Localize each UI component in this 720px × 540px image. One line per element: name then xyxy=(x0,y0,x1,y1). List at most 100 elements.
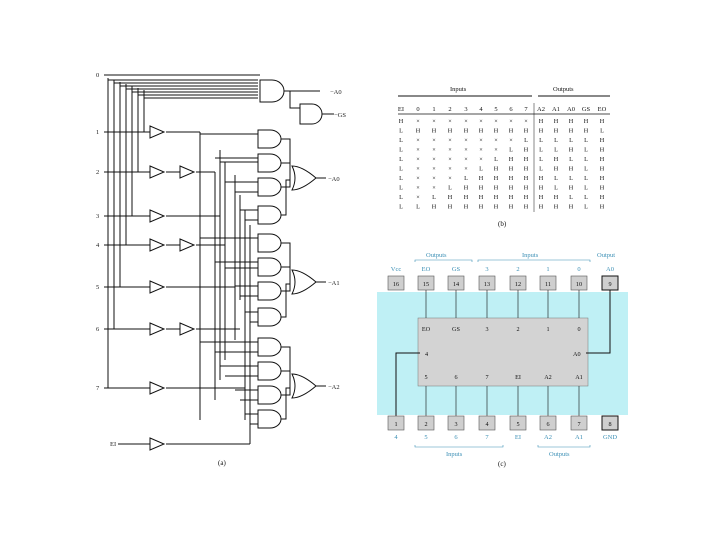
truth-table-column-header: 7 xyxy=(524,106,528,113)
pin-3: 3 xyxy=(447,415,465,431)
truth-table-cell: × xyxy=(479,147,483,154)
top-pin-label: EO xyxy=(422,266,431,273)
pin-number: 10 xyxy=(576,281,582,288)
truth-table-cell: L xyxy=(539,156,543,163)
truth-table-cell: H xyxy=(509,204,514,211)
truth-table-cell: L xyxy=(494,156,498,163)
output-label-gs: −GS xyxy=(334,112,346,119)
truth-table-cell: × xyxy=(416,194,420,201)
truth-table-cell: L xyxy=(539,137,543,144)
truth-table-cell: L xyxy=(584,175,588,182)
pin-8: 8 xyxy=(601,415,619,431)
truth-table-cell: H xyxy=(600,194,605,201)
truth-table-cell: × xyxy=(464,137,468,144)
truth-table-cell: H xyxy=(524,185,529,192)
pin-6: 6 xyxy=(539,415,557,431)
truth-table-cell: H xyxy=(554,128,559,135)
top-pin-label: Vcc xyxy=(391,266,402,273)
truth-table-cell: H xyxy=(509,166,514,173)
top-group-outputs: Outputs xyxy=(426,252,447,259)
truth-table-cell: H xyxy=(479,128,484,135)
truth-table-cell: H xyxy=(494,194,499,201)
truth-table-cell: H xyxy=(569,204,574,211)
truth-table-column-header: GS xyxy=(582,106,591,113)
chip-inner-label: 5 xyxy=(424,374,427,381)
pin-number: 13 xyxy=(484,281,490,288)
inverter-icon xyxy=(149,165,166,179)
chip-inner-a0: A0 xyxy=(573,351,581,358)
truth-table-cell: × xyxy=(524,118,528,125)
truth-table-cell: H xyxy=(554,204,559,211)
truth-table-cell: H xyxy=(554,194,559,201)
truth-table-cell: H xyxy=(600,175,605,182)
truth-table-column-header: A1 xyxy=(552,106,560,113)
truth-table-cell: H xyxy=(569,147,574,154)
truth-table-cell: H xyxy=(416,128,421,135)
truth-table-cell: × xyxy=(509,137,513,144)
truth-table-cell: L xyxy=(399,185,403,192)
truth-table-cell: H xyxy=(448,194,453,201)
truth-table-cell: × xyxy=(479,118,483,125)
truth-table-cell: × xyxy=(448,147,452,154)
nor-gate-icon xyxy=(291,373,317,399)
truth-table-cell: L xyxy=(584,166,588,173)
top-pin-label: 3 xyxy=(485,266,488,273)
truth-table-cell: L xyxy=(584,137,588,144)
input-label-2: 2 xyxy=(96,169,99,176)
truth-table-cell: × xyxy=(479,156,483,163)
truth-table-cell: H xyxy=(524,175,529,182)
chip-inner-label: 2 xyxy=(516,326,519,333)
internal-bus xyxy=(199,132,251,444)
pin-number: 6 xyxy=(546,421,549,428)
chip-inner-4: 4 xyxy=(425,351,428,358)
truth-table-cell: H xyxy=(479,194,484,201)
pin-number: 15 xyxy=(423,281,429,288)
top-pin-label: 0 xyxy=(577,266,580,273)
pin-2: 2 xyxy=(417,415,435,431)
pin-number: 2 xyxy=(424,421,427,428)
truth-table-cell: L xyxy=(479,166,483,173)
chip-inner-label: 1 xyxy=(546,326,549,333)
output-label-a2: −A2 xyxy=(328,384,340,391)
truth-table-column-header: EI xyxy=(398,106,404,113)
bottom-group-inputs: Inputs xyxy=(446,451,463,458)
pin-number: 12 xyxy=(515,281,521,288)
truth-table-cell: L xyxy=(584,204,588,211)
output-label-a1: −A1 xyxy=(328,280,340,287)
truth-table-cell: L xyxy=(584,156,588,163)
truth-table-cell: × xyxy=(416,166,420,173)
truth-table-cell: L xyxy=(399,128,403,135)
input-label-4: 4 xyxy=(96,242,100,249)
truth-table-cell: L xyxy=(569,156,573,163)
truth-table-cell: L xyxy=(464,175,468,182)
truth-table-cell: L xyxy=(584,185,588,192)
truth-table-cell: H xyxy=(479,175,484,182)
truth-table-column-header: 5 xyxy=(494,106,497,113)
truth-table-cell: H xyxy=(432,128,437,135)
truth-table-cell: × xyxy=(509,118,513,125)
truth-table-cell: H xyxy=(494,185,499,192)
truth-table-cell: × xyxy=(432,166,436,173)
top-wires xyxy=(425,290,580,318)
truth-table-cell: L xyxy=(569,194,573,201)
chip-inner-label: EO xyxy=(422,326,431,333)
truth-table-cell: H xyxy=(600,118,605,125)
wire-eo xyxy=(284,90,320,109)
truth-table-cell: H xyxy=(509,156,514,163)
nor-gate-icon xyxy=(291,269,317,295)
inverter-icon xyxy=(179,238,196,252)
truth-table-cell: × xyxy=(432,118,436,125)
pin-7: 7 xyxy=(570,415,588,431)
top-pin-label: 1 xyxy=(546,266,549,273)
